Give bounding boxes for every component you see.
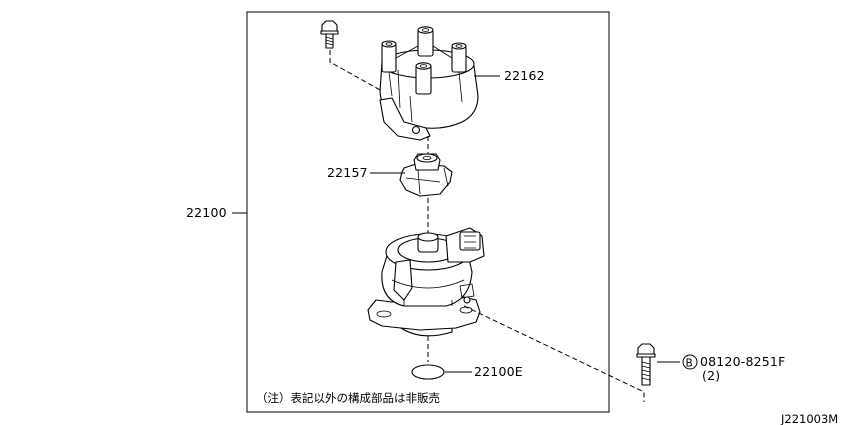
label-bolt-part[interactable]: 08120-8251F: [700, 354, 785, 369]
bolt-code-badge: [682, 354, 698, 370]
label-assembly[interactable]: 22100: [186, 205, 227, 220]
label-bolt-code: B: [686, 358, 693, 370]
label-oring[interactable]: 22100E: [474, 364, 523, 379]
label-rotor[interactable]: 22157: [327, 165, 368, 180]
cap-screw[interactable]: [320, 20, 339, 49]
note-text: （注）表記以外の構成部品は非販売: [256, 391, 440, 405]
rotor[interactable]: [399, 153, 453, 197]
assembly-frame: [246, 11, 610, 413]
distributor-cap[interactable]: [379, 26, 479, 141]
diagram-id: J221003M: [780, 412, 838, 425]
distributor-housing[interactable]: [367, 227, 485, 337]
bolt-axis-dash: [463, 305, 645, 402]
housing-bolt[interactable]: [636, 343, 656, 386]
label-cap[interactable]: 22162: [504, 68, 545, 83]
label-bolt-qty: (2): [702, 368, 720, 383]
o-ring[interactable]: [411, 364, 445, 380]
